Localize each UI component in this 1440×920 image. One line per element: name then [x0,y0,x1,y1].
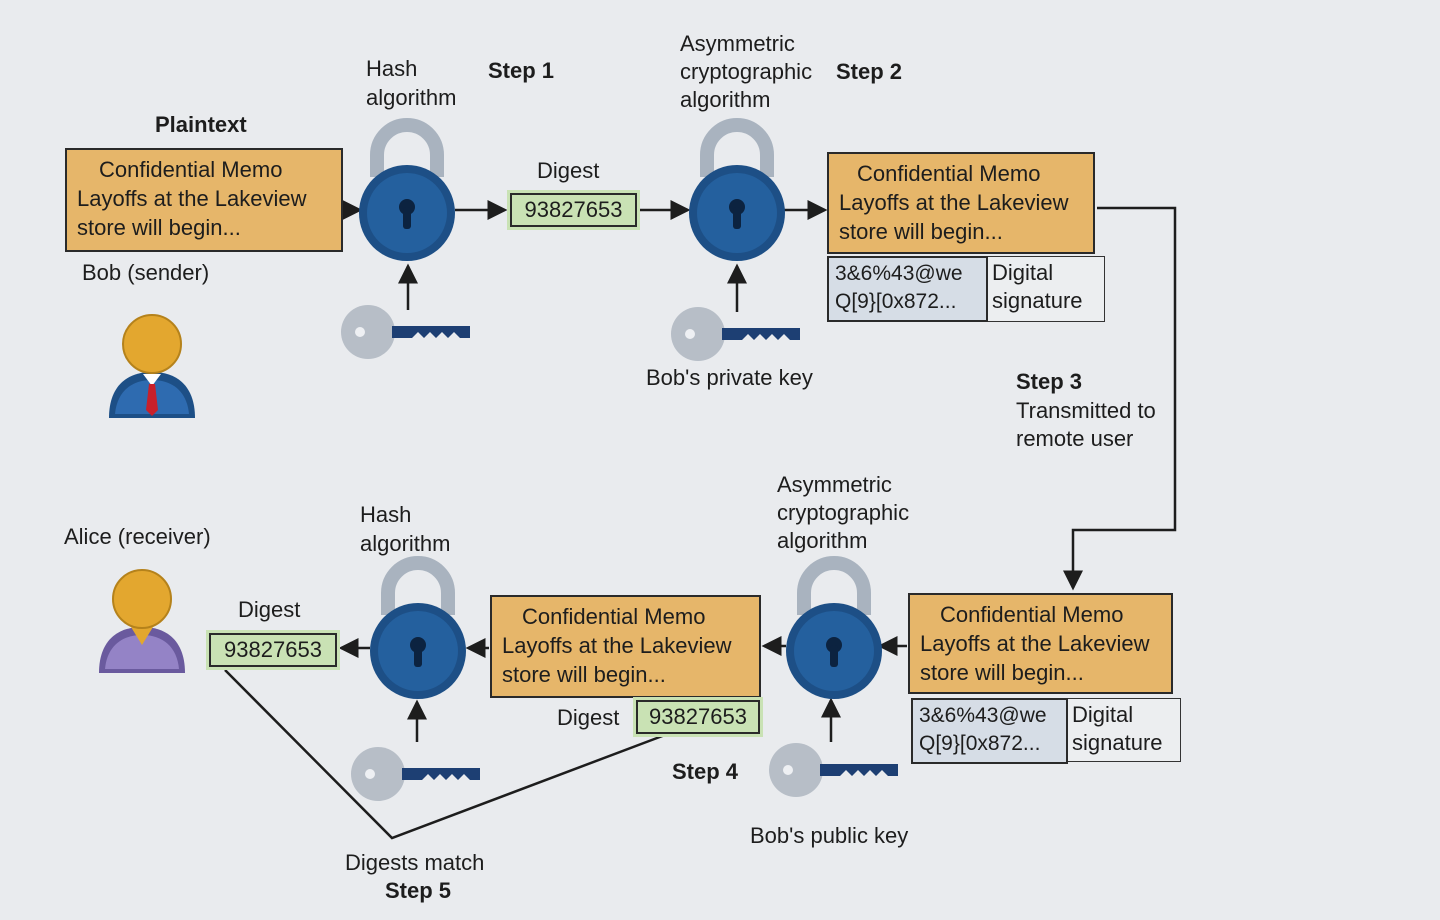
signature-line: 3&6%43@we [835,262,963,285]
signature-line: 3&6%43@we [919,704,1047,727]
sender-avatar-icon [109,314,195,418]
private-key-label: Bob's private key [646,365,813,390]
signature-box-bottom: 3&6%43@we Q[9}[0x872... [911,698,1068,764]
signature-label-top: Digital signature [988,256,1105,322]
plaintext-label: Plaintext [155,112,247,137]
memo-digest-label: Digest [557,705,620,730]
memo-line: Layoffs at the Lakeview [839,190,1069,215]
signature-label-line: Digital [1072,702,1134,727]
memo-line: Layoffs at the Lakeview [502,633,732,658]
key-icon [769,743,898,797]
memo-line: store will begin... [920,660,1084,685]
asym-label-bottom-1: Asymmetric [777,472,892,497]
hash-label-top-2: algorithm [366,85,457,110]
signature-label-line: signature [992,288,1083,313]
memo-line: store will begin... [502,662,666,687]
key-icon [351,747,480,801]
step1-label: Step 1 [488,58,555,83]
step4-label: Step 4 [672,759,739,784]
padlock-icon [359,118,455,261]
sender-label: Bob (sender) [82,260,210,285]
public-key-label: Bob's public key [750,823,909,848]
key-icon [671,307,800,361]
hash-label-bottom-1: Hash [360,502,412,527]
memo-line: Confidential Memo [522,604,706,629]
step3-label: Step 3 [1016,369,1083,394]
hash-label-top-1: Hash [366,56,418,81]
asym-label-top-3: algorithm [680,87,771,112]
memo-line: Confidential Memo [857,161,1041,186]
match-lines [224,669,666,840]
padlock-icon [689,118,785,261]
memo-line: Confidential Memo [940,602,1124,627]
receiver-avatar-icon [99,569,185,673]
signature-line: Q[9}[0x872... [919,732,1041,755]
signature-label-line: signature [1072,730,1163,755]
digests-match-label: Digests match [345,850,485,875]
asym-label-bottom-3: algorithm [777,528,868,553]
memo-line: Layoffs at the Lakeview [77,186,307,211]
key-icon [341,305,470,359]
transmit-line [1063,206,1177,591]
signature-box-top: 3&6%43@we Q[9}[0x872... [827,256,988,322]
signature-label-line: Digital [992,260,1054,285]
signature-line: Q[9}[0x872... [835,290,957,313]
signature-label-bottom: Digital signature [1068,698,1181,762]
memo-line: Layoffs at the Lakeview [920,631,1150,656]
hash-label-bottom-2: algorithm [360,531,451,556]
digest-box-bottom: 93827653 [206,630,340,670]
memo-digest-box: 93827653 [633,697,763,737]
asym-label-top-1: Asymmetric [680,31,795,56]
step2-label: Step 2 [836,59,903,84]
step3-desc-1: Transmitted to [1016,398,1156,423]
step3-desc-2: remote user [1016,426,1134,451]
padlock-icon [370,556,466,699]
padlock-icon [786,556,882,699]
memo-line: store will begin... [839,219,1003,244]
signed-memo-bottom: Confidential Memo Layoffs at the Lakevie… [908,593,1173,694]
step5-label: Step 5 [385,878,452,903]
digest-box-top: 93827653 [507,190,640,230]
plaintext-memo: Confidential Memo Layoffs at the Lakevie… [65,148,343,252]
digest-label-bottom: Digest [238,597,301,622]
asym-label-top-2: cryptographic [680,59,813,84]
decrypted-memo: Confidential Memo Layoffs at the Lakevie… [490,595,761,698]
receiver-label: Alice (receiver) [64,524,211,549]
digest-label-top: Digest [537,158,600,183]
signed-memo-top: Confidential Memo Layoffs at the Lakevie… [827,152,1095,254]
memo-line: store will begin... [77,215,241,240]
memo-line: Confidential Memo [99,157,283,182]
asym-label-bottom-2: cryptographic [777,500,910,525]
